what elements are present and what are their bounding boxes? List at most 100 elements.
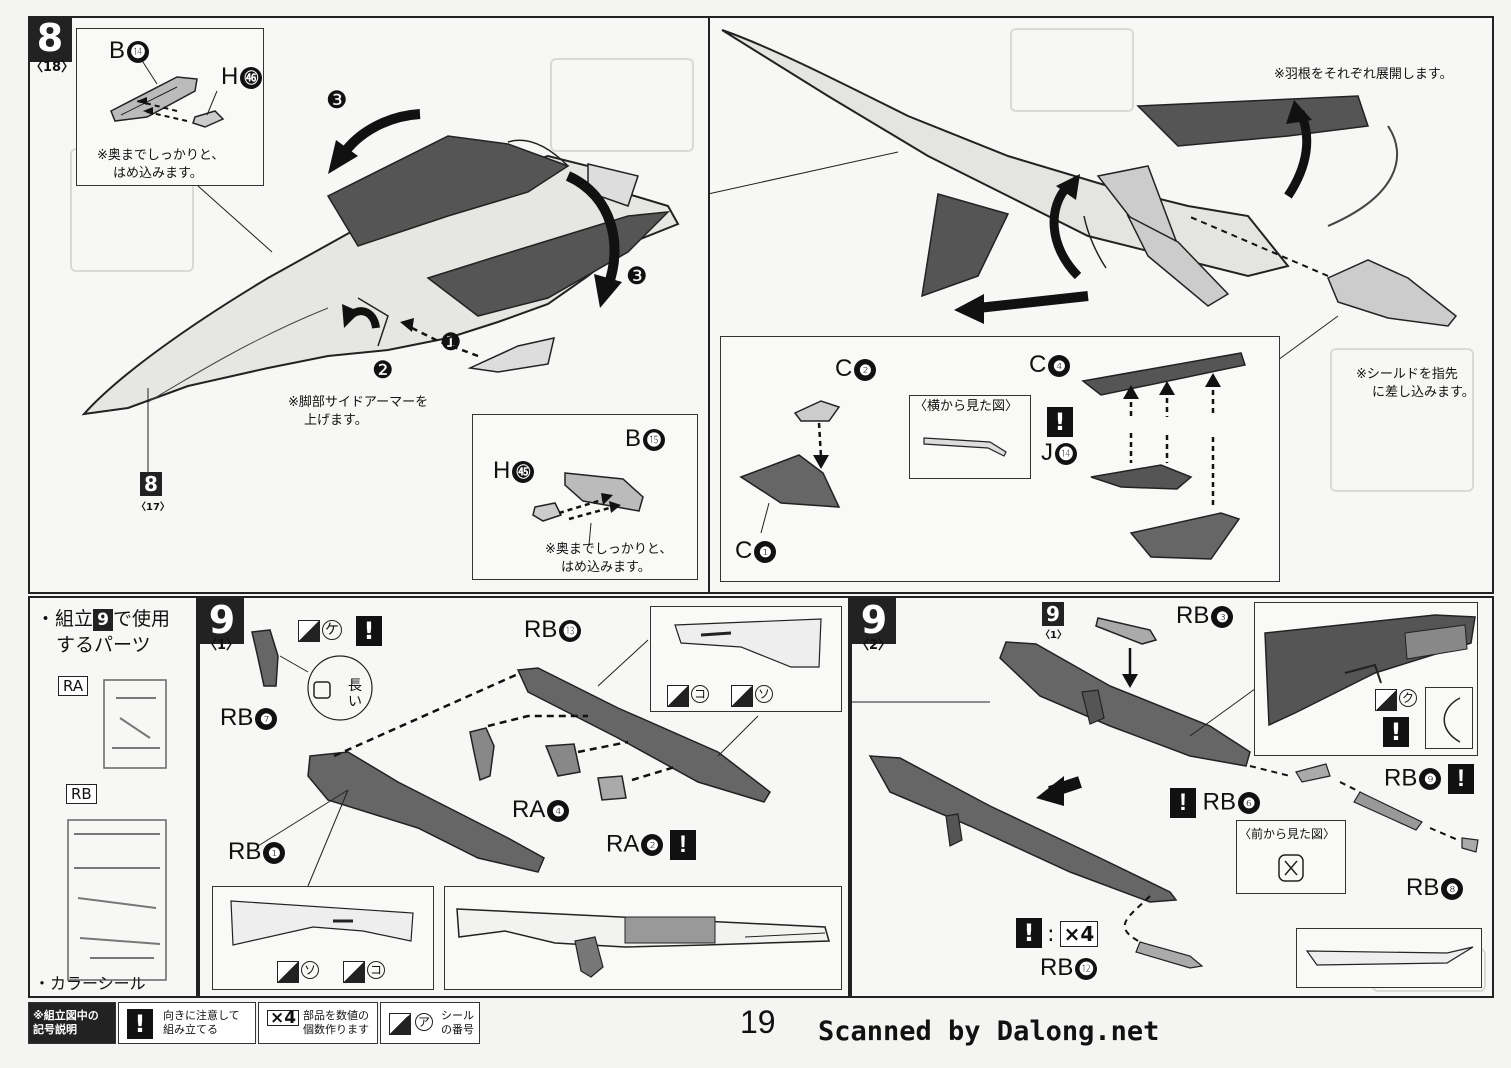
vf-fighter-wings-deploy-drawing: [707, 29, 1458, 361]
gun-cutaway-drawing: [456, 908, 830, 978]
ref-step8-sub: 〈17〉: [136, 502, 170, 513]
inset-blade-detail: [1296, 928, 1482, 988]
sticker-ke-icon: [298, 620, 320, 642]
legend-sticker: ア シールの番号: [380, 1002, 480, 1044]
legend-sticker-a: ア: [415, 1013, 433, 1031]
legend-count-icon: ×4: [267, 1010, 300, 1027]
long-label: 長い: [348, 678, 362, 710]
page-number: 19: [740, 1004, 776, 1040]
count-times4: ×4: [1059, 921, 1099, 947]
gun-pod-finish-drawing: [850, 617, 1479, 969]
shield-parts-drawing: [739, 352, 1246, 560]
note-fit-b14: ※奥までしっかりと、はめ込みます。: [97, 148, 225, 181]
caution-icon-shield: !: [1047, 407, 1073, 437]
note-deploy-wings: ※羽根をそれぞれ展開します。: [1274, 67, 1453, 82]
inset-gun-sticker-detail-top: コ ソ: [650, 606, 842, 712]
caution-icon-ke: !: [356, 616, 382, 646]
caution-icon-ku: !: [1383, 717, 1409, 747]
front-view-drawing: [1278, 854, 1304, 882]
part-b15-drawing: [532, 472, 644, 546]
legend-title: ※組立図中の記号説明: [28, 1002, 116, 1044]
note-shield-insert: ※シールドを指先に差し込みます。: [1356, 367, 1475, 400]
caution-icon-count: !: [1016, 918, 1042, 948]
note-leg-side-armor: ※脚部サイドアーマーを上げます。: [288, 395, 429, 428]
sticker-ku-label: ク: [1399, 689, 1417, 707]
step9-1-number: 9: [200, 598, 244, 644]
sticker-so-icon: [731, 685, 753, 707]
sticker-ko-icon: [667, 685, 689, 707]
step8-number: 8: [28, 16, 72, 62]
count-group: ! : ×4: [1016, 918, 1099, 948]
background-ghost-print: [1330, 348, 1474, 492]
background-ghost-print: [550, 58, 694, 152]
sticker-ke-label: ケ: [322, 620, 342, 640]
legend-caution: ! 向きに注意して組み立てる: [118, 1002, 256, 1044]
color-sticker-label: ・カラーシール: [34, 974, 146, 993]
barrel-closeup-drawing: [1264, 614, 1476, 727]
inset-side-view: 〈横から見た図〉: [909, 395, 1031, 479]
sticker-ko-label-top: コ: [691, 685, 709, 703]
step9-1-subnumber: 〈1〉: [204, 638, 240, 653]
legend-count: ×4 部品を数値の個数作ります: [258, 1002, 378, 1044]
vf-fighter-step8-drawing: [81, 109, 680, 478]
sticker-ko-label-bottom: コ: [367, 961, 385, 979]
gun-detail-bottom-drawing: [230, 900, 414, 946]
gun-pod-assembly-drawing: [251, 629, 771, 887]
runner-ra-drawing: [67, 679, 167, 981]
part-b14-drawing: [110, 58, 225, 128]
legend-sticker-icon: [389, 1013, 411, 1035]
side-view-caption: 〈横から見た図〉: [914, 399, 1019, 414]
inset-front-view: 〈前から見た図〉: [1236, 820, 1346, 894]
step8-subnumber: 〈18〉: [30, 60, 75, 75]
inset-gun-cutaway: [444, 886, 842, 990]
front-view-caption: 〈前から見た図〉: [1239, 827, 1336, 841]
ref-step9-1: 9: [1042, 602, 1064, 626]
inset-barrel-closeup: ク !: [1254, 602, 1478, 756]
sticker-ko-icon-bottom: [343, 961, 365, 983]
gun-detail-top-drawing: [674, 618, 822, 668]
sticker-so-label-bottom: ソ: [301, 961, 319, 979]
arrow-label-3-right: ❸: [626, 263, 648, 290]
inset-arc-detail: [1425, 687, 1473, 749]
sticker-so-label-top: ソ: [755, 685, 773, 703]
arrow-label-2: ❷: [372, 357, 394, 384]
ref-step8: 8: [140, 472, 162, 496]
inset-gun-sticker-detail-bottom: ソ コ: [212, 886, 434, 990]
scan-credit: Scanned by Dalong.net: [818, 1016, 1160, 1047]
arc-detail-drawing: [1443, 697, 1461, 743]
legend-caution-icon: !: [127, 1009, 153, 1039]
runner-label-ra: RA: [58, 676, 89, 696]
step9-2-number: 9: [852, 598, 896, 644]
runner-label-rb: RB: [66, 784, 97, 804]
side-view-drawing: [923, 437, 1007, 457]
blade-detail-drawing: [1305, 946, 1474, 966]
step9-2-subnumber: 〈2〉: [856, 638, 892, 653]
background-ghost-print: [1010, 28, 1134, 112]
sticker-ku-icon: [1375, 689, 1397, 711]
sticker-so-icon-bottom: [277, 961, 299, 983]
ref-step9-1-sub: 〈1〉: [1040, 630, 1067, 641]
